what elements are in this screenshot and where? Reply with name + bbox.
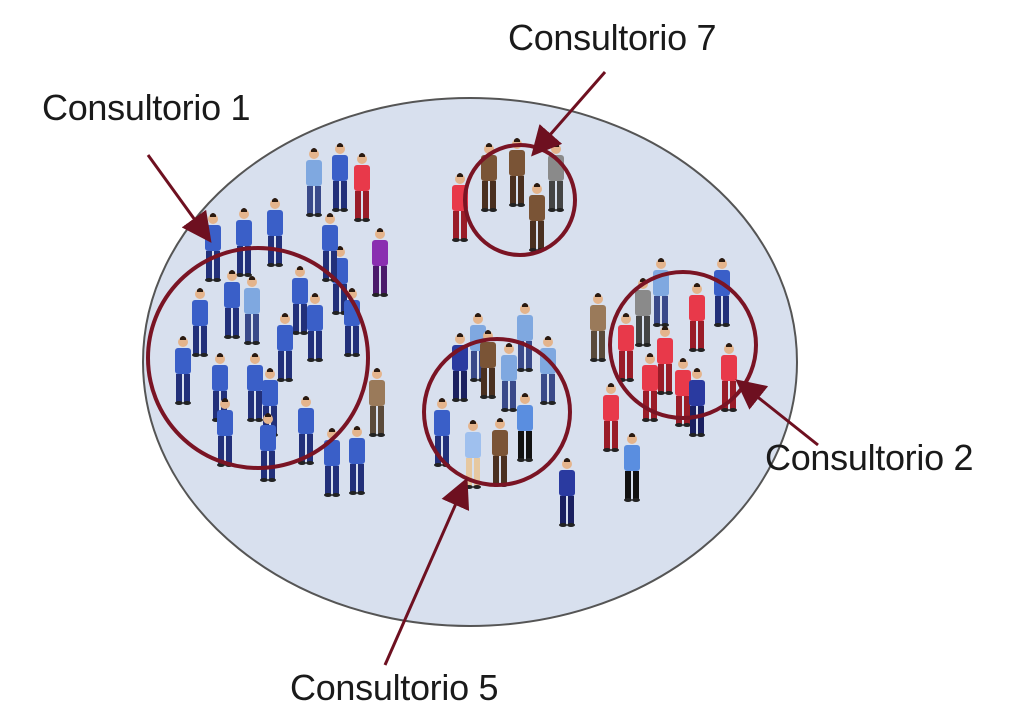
person-figure <box>675 358 691 427</box>
cluster-circle-consultorio-1 <box>146 246 370 470</box>
person-figure <box>559 458 575 527</box>
person-figure <box>689 283 705 352</box>
person-figure <box>509 138 525 207</box>
person-figure <box>349 426 365 495</box>
cluster-circle-consultorio-2 <box>608 270 758 420</box>
person-figure <box>354 153 370 222</box>
person-figure <box>244 276 260 345</box>
person-figure <box>236 208 252 277</box>
person-figure <box>618 313 634 382</box>
label-consultorio-1: Consultorio 1 <box>42 87 251 128</box>
person-figure <box>452 333 468 402</box>
arrow-consultorio-5 <box>383 477 470 666</box>
person-figure <box>322 213 338 282</box>
person-figure <box>260 413 276 482</box>
people-group <box>175 138 737 527</box>
person-figure <box>307 293 323 362</box>
label-consultorio-7: Consultorio 7 <box>508 17 717 58</box>
label-consultorio-5: Consultorio 5 <box>290 667 499 708</box>
person-figure <box>306 148 322 217</box>
cluster-circle-consultorio-5 <box>422 337 572 487</box>
arrow-consultorio-1 <box>146 154 212 243</box>
person-figure <box>224 270 240 339</box>
person-figure <box>324 428 340 497</box>
person-figure <box>298 396 314 465</box>
person-figure <box>372 228 388 297</box>
label-consultorio-2: Consultorio 2 <box>765 437 974 478</box>
person-figure <box>603 383 619 452</box>
person-figure <box>501 343 517 412</box>
person-figure <box>642 353 658 422</box>
person-figure <box>529 183 545 252</box>
person-figure <box>292 266 308 335</box>
person-figure <box>217 398 233 467</box>
person-figure <box>657 326 673 395</box>
person-figure <box>689 368 705 437</box>
person-figure <box>175 336 191 405</box>
person-figure <box>434 398 450 467</box>
person-figure <box>369 368 385 437</box>
person-figure <box>721 343 737 412</box>
arrow-consultorio-2 <box>735 379 819 447</box>
person-figure <box>192 288 208 357</box>
person-figure <box>481 143 497 212</box>
cluster-circle-consultorio-7 <box>463 143 577 257</box>
person-figure <box>517 303 533 372</box>
person-figure <box>332 143 348 212</box>
person-figure <box>247 353 263 422</box>
person-figure <box>277 313 293 382</box>
person-figure <box>624 433 640 502</box>
person-figure <box>465 420 481 489</box>
person-figure <box>590 293 606 362</box>
person-figure <box>517 393 533 462</box>
arrow-consultorio-7 <box>531 71 607 157</box>
